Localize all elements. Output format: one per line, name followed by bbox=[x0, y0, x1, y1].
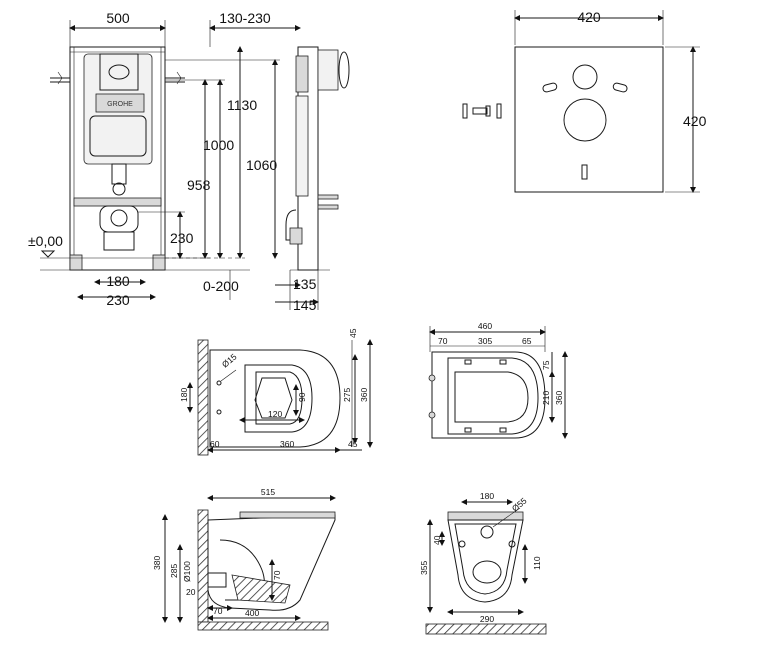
dim-side-20: 20 bbox=[186, 587, 196, 597]
dim-135: 135 bbox=[293, 276, 317, 292]
dim-front-40: 40 bbox=[432, 535, 442, 545]
dim-75: 75 bbox=[541, 360, 551, 370]
dim-400: 400 bbox=[245, 608, 259, 618]
frame-front-view: GROHE 500 130-230 ±0,00 bbox=[28, 10, 301, 308]
dim-d15: Ø15 bbox=[220, 351, 239, 369]
dim-1130: 1130 bbox=[227, 97, 257, 113]
dim-60: 60 bbox=[210, 439, 220, 449]
dim-floor-range: 0-200 bbox=[203, 278, 239, 294]
dim-355: 355 bbox=[419, 561, 429, 575]
insulation-panel-view: 420 420 bbox=[462, 9, 707, 193]
dim-380: 380 bbox=[152, 556, 162, 570]
dim-958: 958 bbox=[187, 177, 211, 193]
dim-top-180: 180 bbox=[179, 388, 189, 402]
dim-panel-height: 420 bbox=[683, 113, 707, 129]
dim-front-110: 110 bbox=[532, 556, 542, 570]
seat-top-view: 460 70 305 65 75 210 360 bbox=[428, 321, 568, 439]
dim-180: 180 bbox=[106, 273, 130, 289]
dim-top-360w: 360 bbox=[280, 439, 294, 449]
dim-120: 120 bbox=[268, 409, 282, 419]
dim-panel-width: 420 bbox=[577, 9, 601, 25]
dim-top-45b: 45 bbox=[348, 439, 358, 449]
dim-frame-width: 500 bbox=[106, 10, 130, 26]
dim-seat-360: 360 bbox=[554, 391, 564, 405]
dim-top-45: 45 bbox=[348, 328, 358, 338]
dim-depth-adjust: 130-230 bbox=[219, 10, 271, 26]
bowl-side-view: 515 380 285 Ø100 20 70 70 400 bbox=[152, 487, 336, 631]
bowl-front-view: 180 Ø55 40 355 110 290 bbox=[419, 491, 547, 635]
dim-305: 305 bbox=[478, 336, 492, 346]
dim-145: 145 bbox=[293, 297, 317, 313]
dim-side-70h: 70 bbox=[272, 570, 282, 580]
dim-1000: 1000 bbox=[203, 137, 234, 153]
dim-90: 90 bbox=[297, 392, 307, 402]
dim-floor-level: ±0,00 bbox=[28, 233, 63, 249]
dim-d100: Ø100 bbox=[182, 561, 192, 582]
dim-285: 285 bbox=[169, 564, 179, 578]
dim-d55: Ø55 bbox=[510, 495, 529, 513]
dim-230: 230 bbox=[106, 292, 130, 308]
dim-front-180: 180 bbox=[480, 491, 494, 501]
dim-210: 210 bbox=[541, 391, 551, 405]
dim-bowl-height: 230 bbox=[170, 230, 194, 246]
dim-515: 515 bbox=[261, 487, 275, 497]
dim-side-70w: 70 bbox=[213, 606, 223, 616]
bowl-top-view: 45 275 360 360 45 120 90 180 Ø15 60 bbox=[179, 328, 373, 456]
dim-top-360: 360 bbox=[359, 388, 369, 402]
dim-65: 65 bbox=[522, 336, 532, 346]
dim-seat-70: 70 bbox=[438, 336, 448, 346]
dim-290: 290 bbox=[480, 614, 494, 624]
dim-460: 460 bbox=[478, 321, 492, 331]
dim-275: 275 bbox=[342, 388, 352, 402]
frame-side-view: 135 145 bbox=[275, 46, 350, 313]
dim-1060: 1060 bbox=[246, 157, 277, 173]
brand-logo: GROHE bbox=[107, 101, 133, 108]
